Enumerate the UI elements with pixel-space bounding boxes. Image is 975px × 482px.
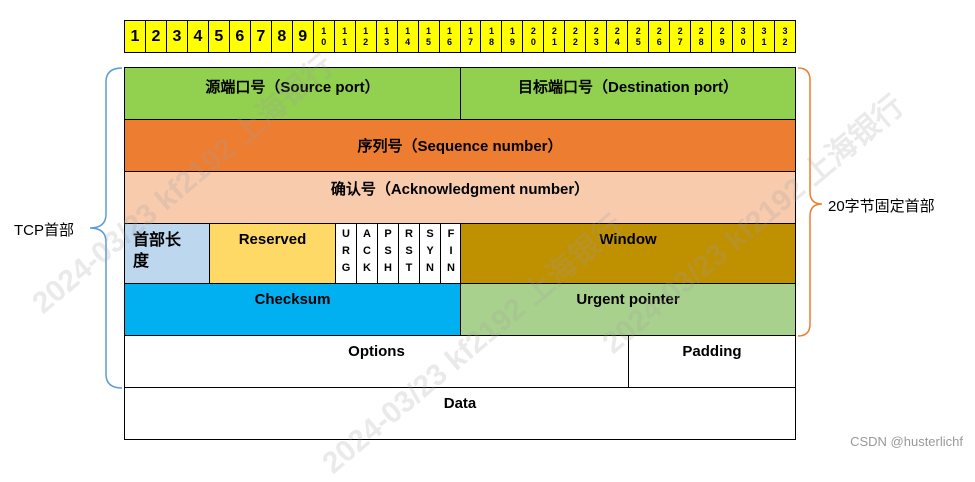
sequence-number-label: 序列号（Sequence number） [357,138,563,155]
options-label: Options [348,343,405,360]
credit-text: CSDN @husterlichf [850,434,963,449]
checksum-label: Checksum [254,291,331,308]
flag-letter: C [363,245,371,257]
flag-letter: N [426,262,434,274]
flag-letter: H [384,262,392,274]
flag-letter: G [341,262,351,274]
bit-number: 1 [125,21,146,52]
flag-letter: Y [426,245,434,257]
header-length-label: 首部长度 [133,232,182,270]
bit-number: 5 [208,21,230,52]
source-port-label: 源端口号（Source port） [205,79,380,96]
source-port-field: 源端口号（Source port） [124,67,461,120]
flag-letter: S [405,245,413,257]
reserved-field: Reserved [209,223,336,284]
flag-letter: I [449,245,453,257]
bit-number: 9 [292,21,314,52]
padding-label: Padding [682,343,742,360]
left-brace [89,67,123,389]
flag-letter: U [342,228,350,240]
bit-number: 4 [187,21,209,52]
sequence-number-field: 序列号（Sequence number） [124,119,796,172]
ack-number-field: 确认号（Acknowledgment number） [124,171,796,224]
flag-letter: S [384,245,392,257]
data-field: Data [124,387,796,440]
data-label: Data [443,395,477,412]
flag-letter: R [342,245,350,257]
reserved-label: Reserved [238,231,307,248]
destination-port-label: 目标端口号（Destination port） [518,79,738,96]
flag-letter: P [384,228,392,240]
urgent-pointer-label: Urgent pointer [576,291,680,308]
bit-number: 2 [145,21,167,52]
window-field: Window [460,223,796,284]
fixed-header-label: 20字节固定首部 [828,198,935,215]
flag-letter: F [447,228,455,240]
flag-letter: T [405,262,413,274]
bit-number: 8 [271,21,293,52]
ack-number-label: 确认号（Acknowledgment number） [330,181,590,198]
flag-letter: S [426,228,434,240]
braces [89,67,823,389]
header-length-field: 首部长度 [124,223,210,284]
flag-letter: N [447,262,455,274]
flag-letter: R [405,228,413,240]
bit-number: 7 [250,21,272,52]
bit-number: 3 [166,21,188,52]
flag-letter: A [363,228,371,240]
bit-number: 6 [229,21,251,52]
destination-port-field: 目标端口号（Destination port） [460,67,796,120]
tcp-header-label: TCP首部 [14,222,75,239]
window-label: Window [599,231,657,248]
flag-letter: K [363,262,371,274]
right-brace [797,67,823,337]
options-field: Options [124,335,629,388]
checksum-field: Checksum [124,283,461,336]
